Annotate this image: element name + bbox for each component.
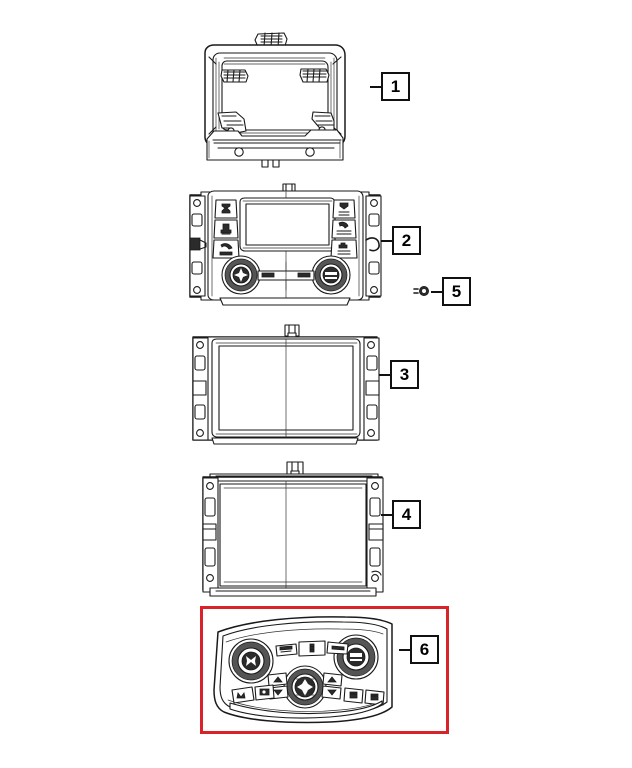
part6-center-dial bbox=[283, 665, 327, 709]
callout-box-3[interactable]: 3 bbox=[390, 360, 419, 389]
part-2-climate-control-panel bbox=[189, 183, 382, 306]
part-4-radio-receiver-unit bbox=[202, 461, 384, 597]
callout-box-1[interactable]: 1 bbox=[381, 72, 410, 101]
leader-line-1 bbox=[370, 86, 381, 88]
callout-box-2[interactable]: 2 bbox=[392, 226, 421, 255]
part6-left-knob bbox=[228, 638, 274, 684]
part-1-mounting-bracket bbox=[204, 32, 346, 168]
part-5-screw bbox=[413, 285, 429, 296]
leader-line-3 bbox=[379, 374, 390, 376]
part6-top-buttons bbox=[275, 640, 349, 657]
leader-line-2 bbox=[381, 240, 392, 242]
leader-line-5 bbox=[431, 291, 442, 293]
part-6-ac-heater-control-panel bbox=[213, 616, 393, 724]
selected-part-highlight bbox=[200, 606, 449, 734]
part-3-radio-display-unit bbox=[192, 324, 380, 445]
part2-right-knob bbox=[311, 255, 351, 295]
callout-box-5[interactable]: 5 bbox=[442, 277, 471, 306]
leader-line-4 bbox=[381, 514, 392, 516]
leader-line-6 bbox=[399, 649, 410, 651]
callout-box-6[interactable]: 6 bbox=[410, 635, 439, 664]
part2-left-buttons bbox=[212, 199, 240, 259]
part2-right-buttons bbox=[330, 199, 358, 259]
part2-left-knob bbox=[221, 255, 261, 295]
callout-box-4[interactable]: 4 bbox=[392, 500, 421, 529]
